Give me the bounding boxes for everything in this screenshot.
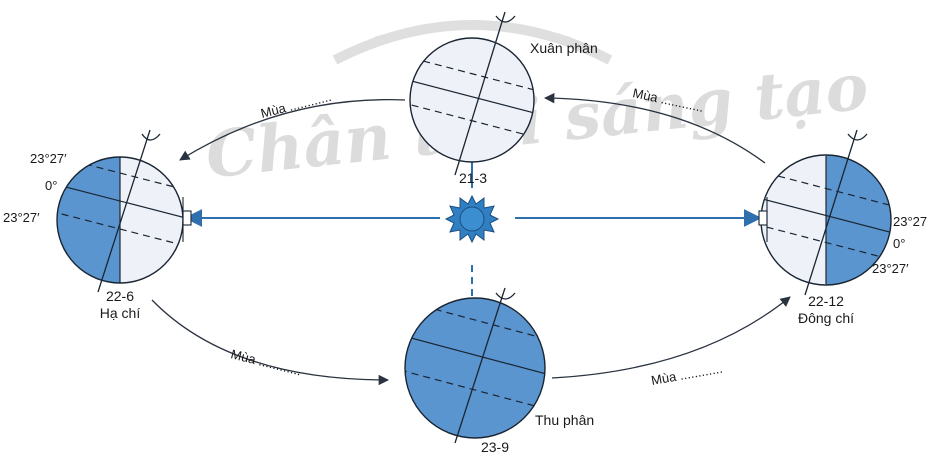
rotation-arrow-autumn bbox=[496, 293, 515, 299]
rotation-arrow-summer bbox=[142, 134, 160, 140]
earth-autumn-equinox bbox=[400, 288, 550, 443]
latitude-right-tropic-north: 23°27 bbox=[893, 214, 927, 229]
sun-icon bbox=[446, 196, 498, 242]
latitude-right-equator: 0° bbox=[893, 236, 905, 251]
label-winter-name: Đông chí bbox=[798, 310, 854, 326]
label-autumn-date: 23-9 bbox=[481, 439, 509, 455]
season-blank-bottom-left: Mùa ............ bbox=[229, 346, 303, 378]
earth-summer-solstice bbox=[50, 130, 191, 292]
label-autumn-name: Thu phân bbox=[535, 412, 594, 428]
label-winter-date: 22-12 bbox=[808, 293, 844, 309]
label-spring-date: 21-3 bbox=[459, 170, 487, 186]
season-blank-bottom-right: Mùa ............ bbox=[650, 361, 724, 388]
latitude-left-tropic-north: 23°27′ bbox=[30, 151, 67, 166]
orbit-arrow-bottom-right bbox=[552, 297, 790, 378]
watermark-text: Chân trời sáng tạo bbox=[202, 49, 871, 193]
label-summer-date: 22-6 bbox=[106, 288, 134, 304]
label-summer-name: Hạ chí bbox=[100, 305, 141, 321]
latitude-left-equator: 0° bbox=[45, 178, 57, 193]
rotation-arrow-winter bbox=[848, 134, 867, 140]
rotation-arrow-spring bbox=[496, 16, 515, 22]
latitude-left-tropic-south: 23°27′ bbox=[3, 210, 40, 225]
label-spring-name: Xuân phân bbox=[530, 40, 598, 56]
latitude-right-tropic-south: 23°27′ bbox=[872, 261, 909, 276]
